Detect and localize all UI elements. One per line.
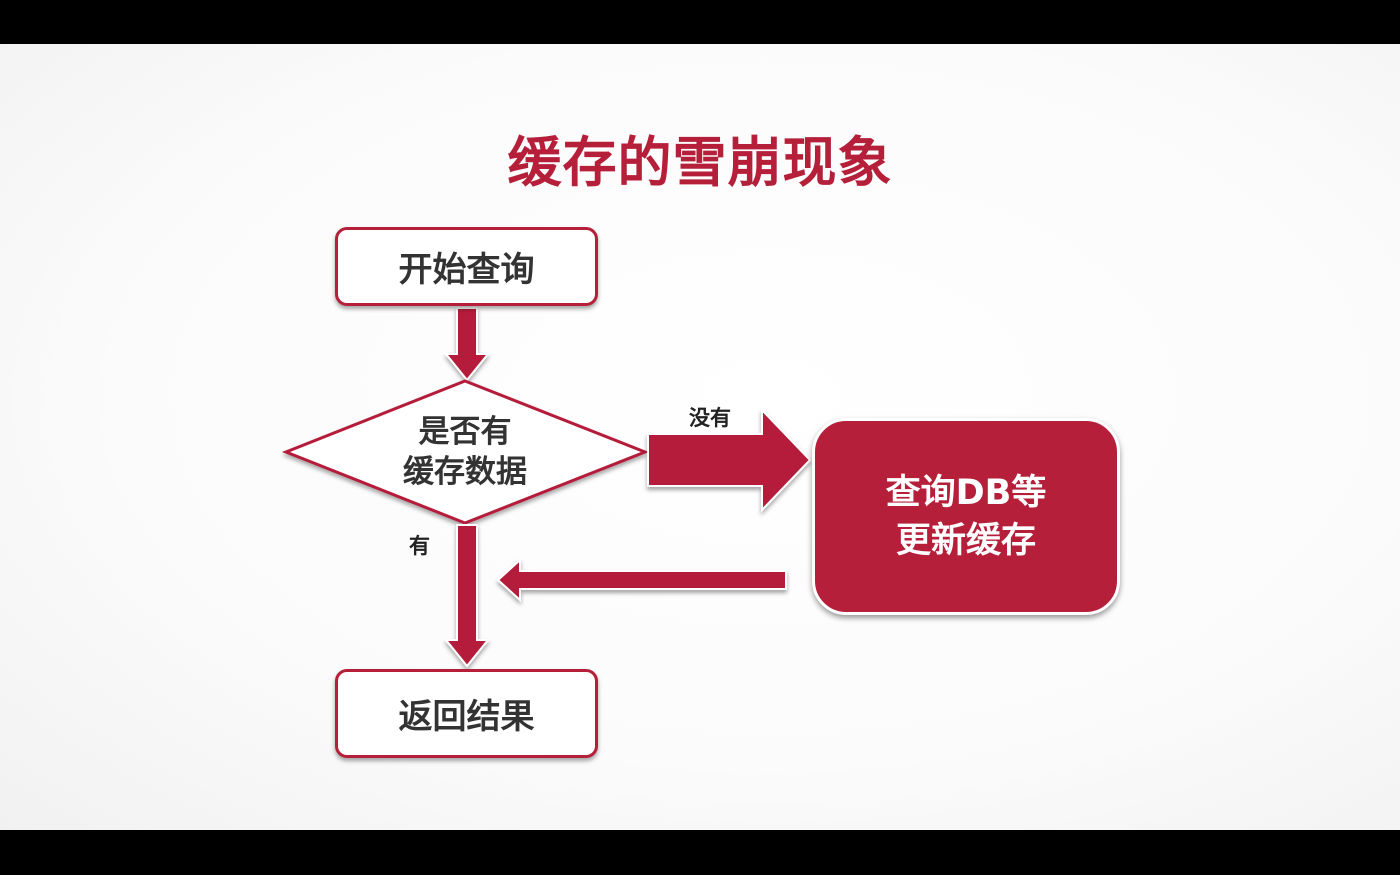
- top-letterbox: [0, 0, 1400, 44]
- decision-diamond: [281, 379, 650, 525]
- decision-label: 是否有 缓存数据: [360, 412, 570, 492]
- arrow-no-to-db: [647, 407, 812, 513]
- arrow-start-to-decision: [443, 307, 491, 382]
- db-node-line1: 查询DB等: [885, 472, 1047, 513]
- decision-label-line1: 是否有: [418, 414, 512, 450]
- arrow-yes-to-end: [443, 524, 491, 668]
- decision-label-line2: 缓存数据: [403, 454, 527, 490]
- arrow-db-to-return: [496, 557, 787, 603]
- edge-label-no: 没有: [689, 406, 731, 430]
- bottom-letterbox: [0, 830, 1400, 875]
- edge-label-yes: 有: [409, 534, 430, 558]
- db-node-line2: 更新缓存: [895, 520, 1036, 561]
- db-update-node: 查询DB等 更新缓存: [812, 418, 1120, 615]
- start-node: 开始查询: [335, 227, 598, 306]
- slide-title: 缓存的雪崩现象: [507, 131, 893, 194]
- end-node: 返回结果: [335, 669, 598, 758]
